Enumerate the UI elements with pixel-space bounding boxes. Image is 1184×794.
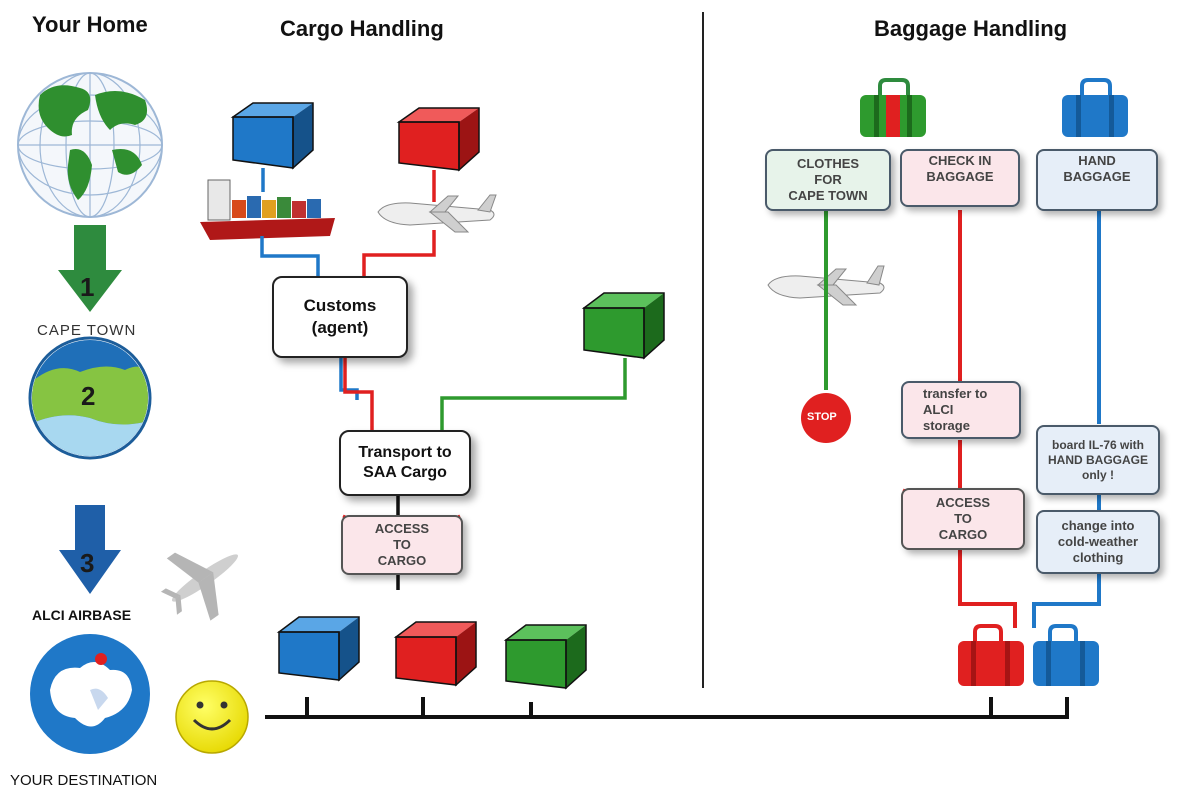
hand-baggage-box: HAND BAGGAGE <box>1036 149 1158 211</box>
baggage-access-box: ACCESS TO CARGO <box>901 488 1025 550</box>
your-home-title: Your Home <box>32 12 148 37</box>
stop-sign-icon <box>801 393 851 443</box>
cargo-ship-icon <box>200 179 335 240</box>
step2-number: 2 <box>81 381 96 411</box>
cargo-access-box: ACCESS TO CARGO <box>341 515 463 575</box>
cargo-box-blue-bottom <box>276 616 360 682</box>
cargo-box-green-bottom <box>503 624 587 690</box>
airplane-icon <box>160 552 239 621</box>
cape-town-map-icon <box>28 336 152 460</box>
transport-saa-cargo-box: Transport to SAA Cargo <box>339 430 471 496</box>
clothes-for-cape-town-box: CLOTHES FOR CAPE TOWN <box>765 149 891 211</box>
step1-arrow-icon <box>58 225 122 312</box>
baggage-handling-title: Baggage Handling <box>874 16 1068 41</box>
smiley-icon <box>175 680 249 754</box>
cargo-airplane-icon <box>377 194 497 233</box>
blue-suitcase-icon <box>1033 624 1099 686</box>
stop-label: STOP <box>807 411 837 423</box>
baggage-lines <box>824 210 1101 628</box>
cargo-handling-title: Cargo Handling <box>280 16 444 41</box>
cargo-box-red-bottom <box>393 621 477 687</box>
your-destination-label: YOUR DESTINATION <box>10 772 158 789</box>
globe-icon <box>17 72 163 218</box>
cargo-box-blue-top <box>230 102 314 170</box>
transfer-to-alci-storage-box: transfer to ALCI storage <box>901 381 1021 439</box>
board-il76-box: board IL-76 with HAND BAGGAGE only ! <box>1036 425 1160 495</box>
cargo-box-red-top <box>396 107 480 172</box>
antarctica-map-icon <box>30 634 150 754</box>
step3-number: 3 <box>80 548 95 578</box>
red-suitcase-icon <box>958 624 1024 686</box>
cape-town-label: CAPE TOWN <box>37 322 137 339</box>
customs-agent-box: Customs (agent) <box>272 276 408 358</box>
change-clothing-box: change into cold-weather clothing <box>1036 510 1160 574</box>
step3-arrow-icon <box>59 505 121 594</box>
cargo-box-green-right <box>581 292 665 360</box>
hand-baggage-suitcase-icon <box>1062 78 1128 137</box>
step1-number: 1 <box>80 272 95 302</box>
timeline-bar <box>265 697 1069 719</box>
alci-airbase-label: ALCI AIRBASE <box>32 607 132 623</box>
checkin-suitcase-icon <box>860 78 926 137</box>
check-in-baggage-box: CHECK IN BAGGAGE <box>900 149 1020 207</box>
cargo-lines <box>260 168 627 590</box>
